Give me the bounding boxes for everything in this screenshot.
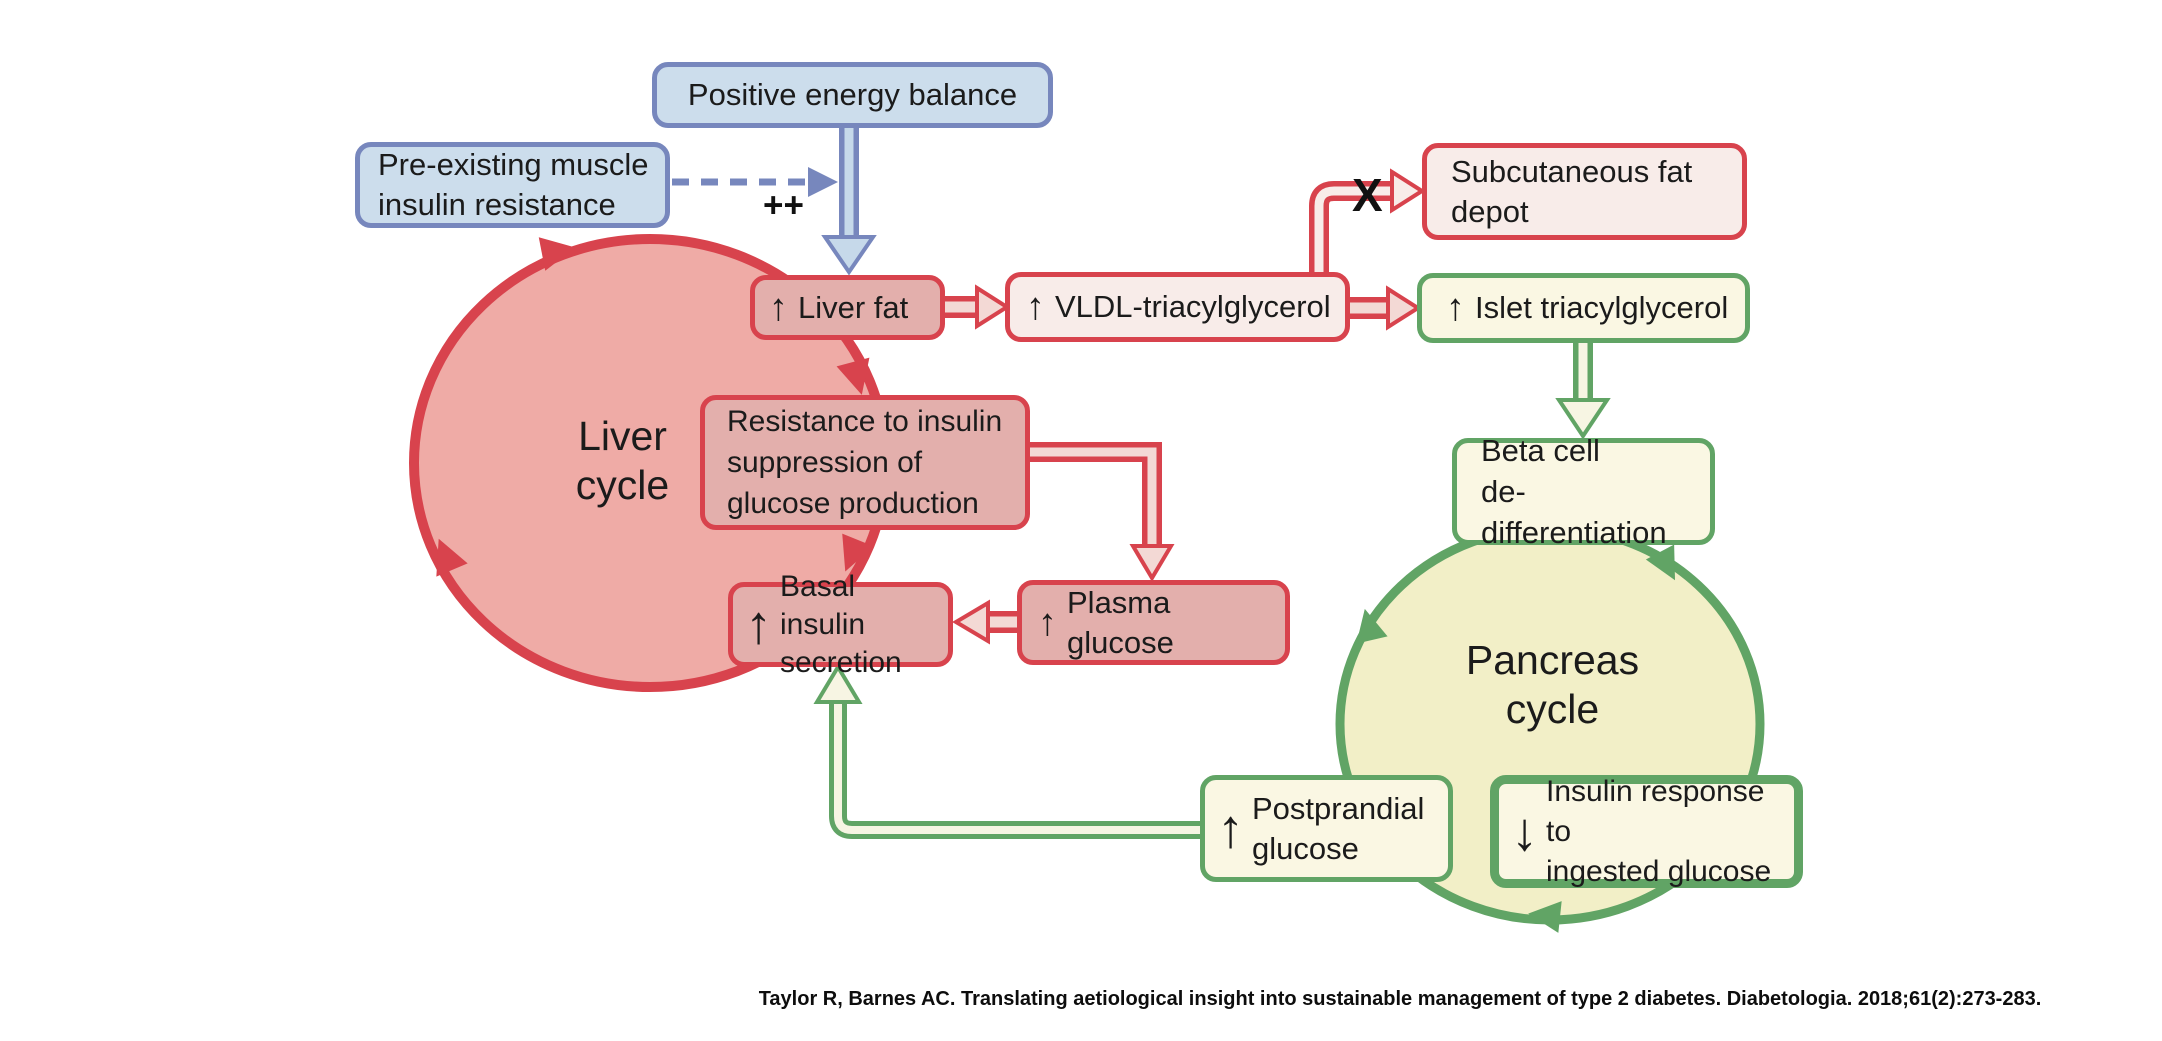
blocked-x-annotation: X xyxy=(1352,169,1383,221)
pre-existing-line2: insulin resistance xyxy=(378,187,616,222)
insulin-response-line1: Insulin response to xyxy=(1546,774,1765,848)
subcutaneous-line2: depot xyxy=(1451,193,1529,229)
arrow-liverfat-to-vldl xyxy=(945,284,1011,330)
beta-line2: de-differentiation xyxy=(1481,474,1667,550)
pancreas-ring-arrowhead-upper-right xyxy=(1645,544,1676,581)
vldl-triacylglycerol-box: ↑ VLDL-triacylglycerol xyxy=(1005,272,1350,342)
citation-text: Taylor R, Barnes AC. Translating aetiolo… xyxy=(758,988,2042,1010)
postprandial-line1: Postprandial xyxy=(1252,790,1425,826)
pre-existing-muscle-box: Pre-existing muscle insulin resistance xyxy=(355,142,670,228)
positive-energy-balance-label: Positive energy balance xyxy=(687,77,1018,112)
arrow-energy-to-liverfat xyxy=(821,128,877,276)
resistance-line2: suppression of xyxy=(727,446,923,479)
resistance-insulin-suppression-box: Resistance to insulin suppression of glu… xyxy=(700,395,1030,530)
insulin-response-line2: ingested glucose xyxy=(1546,854,1772,888)
up-arrow-icon: ↑ xyxy=(1038,601,1057,644)
arrow-vldl-to-islet xyxy=(1350,285,1422,331)
liver-fat-box: ↑ Liver fat xyxy=(750,275,945,340)
arrow-vldl-to-subcutaneous xyxy=(1309,168,1426,272)
postprandial-glucose-box: ↑ Postprandial glucose xyxy=(1200,775,1453,882)
pancreas-ring-arrowhead-bottom xyxy=(1528,901,1562,933)
arrow-resistance-to-plasma xyxy=(1030,442,1175,582)
pancreas-cycle-label-line1: Pancreas xyxy=(1465,637,1640,683)
up-arrow-icon: ↑ xyxy=(769,286,788,329)
down-arrow-icon: ↓ xyxy=(1511,801,1538,862)
islet-triacylglycerol-box: ↑ Islet triacylglycerol xyxy=(1417,273,1750,343)
pancreas-cycle-label: Pancreas cycle xyxy=(1430,636,1675,734)
up-arrow-icon: ↑ xyxy=(1026,286,1045,328)
liver-cycle-label-line1: Liver xyxy=(578,413,667,459)
up-arrow-icon: ↑ xyxy=(745,594,772,655)
liver-cycle-label: Liver cycle xyxy=(500,412,745,510)
basal-line1: Basal insulin xyxy=(780,569,866,641)
arrow-postprandial-to-basal xyxy=(813,663,1200,839)
liver-fat-label: Liver fat xyxy=(798,289,909,325)
beta-cell-dedifferentiation-box: Beta cell de-differentiation xyxy=(1452,433,1715,550)
liver-cycle-circle xyxy=(414,239,886,687)
plasma-glucose-box: ↑ Plasma glucose xyxy=(1017,580,1290,665)
basal-insulin-secretion-box: ↑ Basal insulin secretion xyxy=(728,570,953,679)
insulin-response-box: ↓ Insulin response to ingested glucose xyxy=(1490,775,1803,888)
arrow-preexisting-dashed xyxy=(672,167,838,197)
liver-cycle-label-line2: cycle xyxy=(575,462,670,508)
pancreas-ring-arrowhead-left xyxy=(1356,608,1388,644)
liver-ring-arrowhead-left xyxy=(436,538,468,577)
postprandial-line2: glucose xyxy=(1252,830,1359,866)
positive-energy-balance-box: Positive energy balance xyxy=(652,62,1053,128)
pre-existing-line1: Pre-existing muscle xyxy=(378,147,649,182)
up-arrow-icon: ↑ xyxy=(1446,287,1465,329)
vldl-label: VLDL-triacylglycerol xyxy=(1055,289,1331,324)
arrow-islet-to-beta xyxy=(1555,343,1611,440)
subcutaneous-line1: Subcutaneous fat xyxy=(1451,153,1693,189)
islet-label: Islet triacylglycerol xyxy=(1475,290,1729,325)
liver-ring-arrowhead-upper-right xyxy=(836,357,870,395)
plus-plus-annotation: ++ xyxy=(763,186,804,225)
up-arrow-icon: ↑ xyxy=(1217,798,1244,859)
liver-ring-arrowhead-lower-right xyxy=(842,533,874,572)
arrow-plasma-to-basal xyxy=(952,599,1017,645)
resistance-line1: Resistance to insulin xyxy=(727,405,1003,438)
pancreas-cycle-label-line2: cycle xyxy=(1505,686,1600,732)
liver-ring-arrowhead-top xyxy=(538,237,576,271)
resistance-line3: glucose production xyxy=(727,487,979,520)
basal-line2: secretion xyxy=(780,645,902,679)
beta-line1: Beta cell xyxy=(1481,433,1600,468)
subcutaneous-fat-depot-box: Subcutaneous fat depot xyxy=(1422,143,1747,240)
plasma-glucose-label: Plasma glucose xyxy=(1067,584,1174,660)
